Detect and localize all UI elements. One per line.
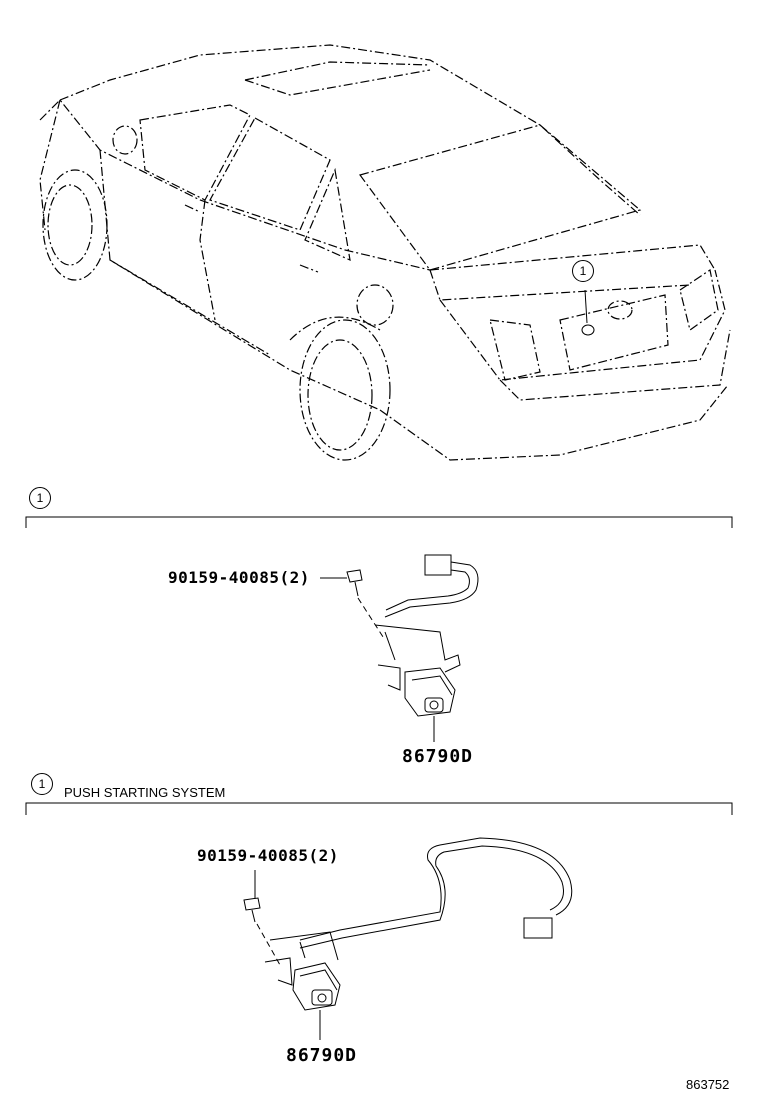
section-2-title: PUSH STARTING SYSTEM bbox=[64, 785, 226, 800]
section-1-camera-assembly bbox=[320, 554, 479, 742]
section-1-screw-part-number: 90159-40085(2) bbox=[168, 568, 310, 587]
figure-number: 863752 bbox=[686, 1077, 730, 1092]
car-callout-marker: 1 bbox=[572, 260, 594, 282]
section-1-frame bbox=[25, 516, 733, 528]
section-2-frame bbox=[25, 802, 733, 815]
section-2-camera-assembly bbox=[243, 837, 573, 1040]
car-outline bbox=[39, 44, 731, 461]
section-1-camera-part-number: 86790D bbox=[402, 746, 474, 767]
section-1-callout-marker: 1 bbox=[29, 487, 51, 509]
section-2-screw-part-number: 90159-40085(2) bbox=[197, 846, 339, 865]
section-2-callout-marker: 1 bbox=[31, 773, 53, 795]
section-2-camera-part-number: 86790D bbox=[286, 1045, 358, 1066]
car-camera-mark bbox=[581, 289, 595, 336]
